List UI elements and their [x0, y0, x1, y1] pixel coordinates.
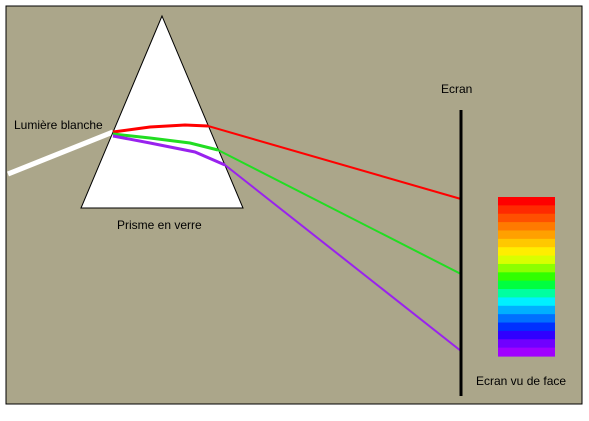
spectrum-band: [498, 297, 555, 307]
spectrum-band: [498, 289, 555, 299]
screen-front-label: Ecran vu de face: [476, 374, 566, 388]
spectrum-band: [498, 197, 555, 206]
spectrum-band: [498, 230, 555, 240]
prism-label: Prisme en verre: [117, 218, 202, 232]
spectrum-band: [498, 305, 555, 315]
spectrum-screen-front: [498, 197, 555, 357]
spectrum-band: [498, 247, 555, 257]
spectrum-band: [498, 280, 555, 290]
spectrum-band: [498, 339, 555, 349]
violet-ray: [224, 164, 462, 352]
white-light-beam: [7, 129, 114, 177]
spectrum-band: [498, 272, 555, 282]
white-light-label: Lumière blanche: [14, 118, 103, 132]
red-ray-inside: [112, 123, 209, 134]
green-ray: [217, 149, 462, 275]
spectrum-band: [498, 263, 555, 273]
spectrum-band: [498, 222, 555, 232]
spectrum-band: [498, 255, 555, 265]
spectrum-band: [498, 314, 555, 324]
spectrum-band: [498, 213, 555, 223]
spectrum-band: [498, 205, 555, 215]
red-ray: [207, 125, 462, 200]
violet-ray-inside: [112, 134, 226, 167]
green-ray-inside: [112, 132, 219, 152]
glass-prism: [80, 14, 244, 209]
screen-label: Ecran: [441, 82, 472, 96]
spectrum-band: [498, 347, 555, 357]
spectrum-band: [498, 322, 555, 332]
spectrum-band: [498, 330, 555, 340]
spectrum-band: [498, 238, 555, 248]
